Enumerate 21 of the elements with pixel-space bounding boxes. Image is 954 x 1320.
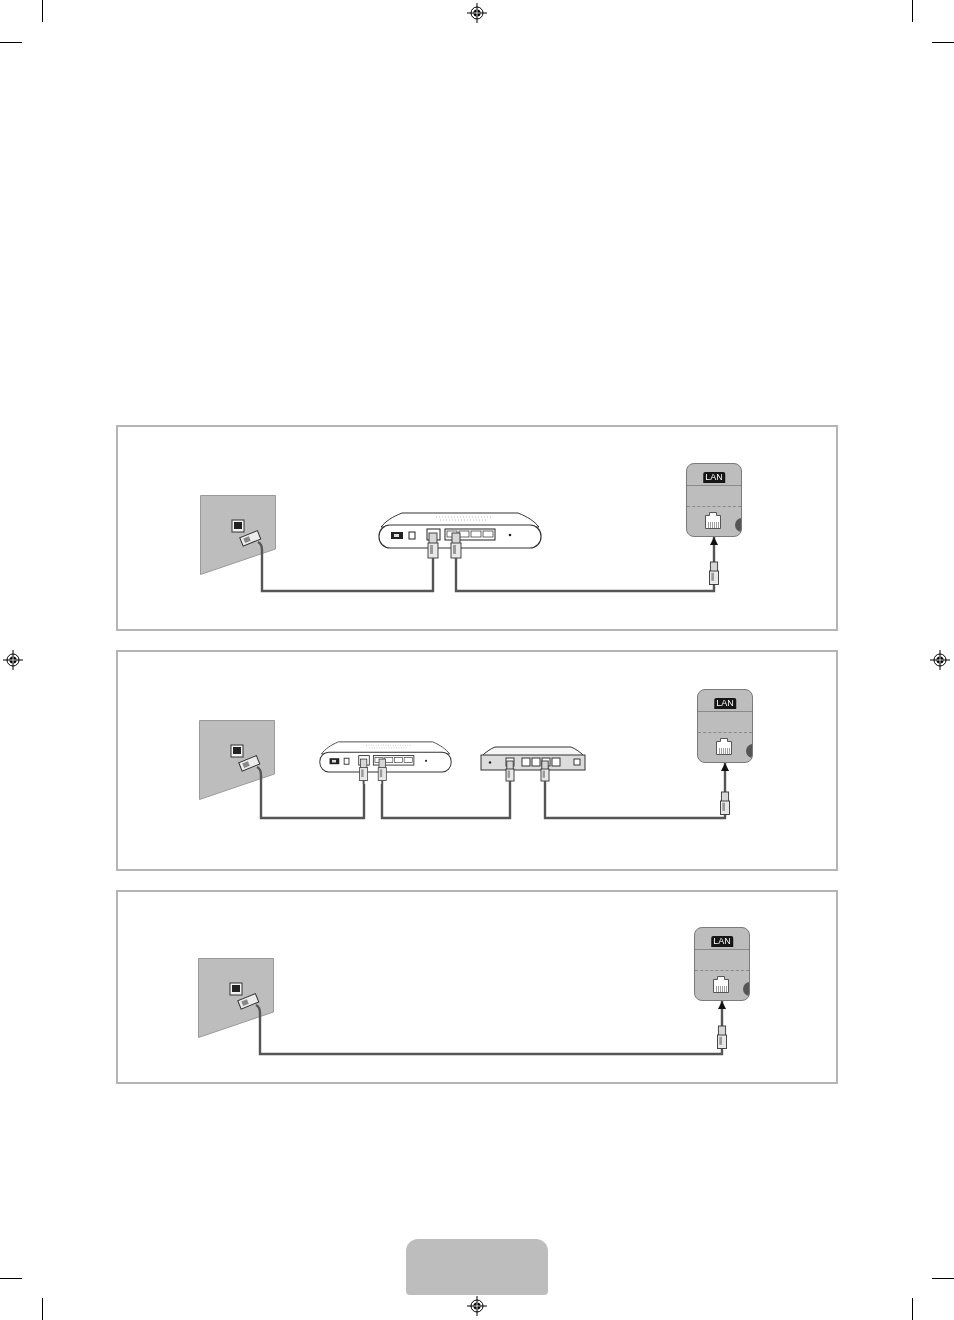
modem-drawing: [378, 512, 542, 562]
network-cable: [380, 784, 512, 820]
router-drawing: [480, 746, 586, 784]
panel-frame: [116, 425, 838, 631]
panel-frame: [116, 650, 838, 871]
port-label: LAN: [711, 936, 733, 947]
network-cable: [258, 1001, 726, 1056]
panel-frame: [116, 890, 838, 1084]
port-label: LAN: [714, 698, 736, 709]
wall-jack-drawing: [198, 958, 274, 1038]
lan-port-panel: [697, 689, 753, 763]
network-cable: [259, 784, 366, 820]
wall-jack-drawing: [200, 495, 276, 575]
wall-jack-drawing: [199, 720, 275, 800]
modem-drawing: [319, 741, 452, 784]
port-label: LAN: [703, 472, 725, 483]
network-cable: [543, 763, 729, 820]
network-cable: [260, 562, 435, 593]
network-cable: [454, 537, 718, 593]
lan-port-panel: [694, 927, 750, 1001]
lan-port-panel: [686, 463, 742, 537]
